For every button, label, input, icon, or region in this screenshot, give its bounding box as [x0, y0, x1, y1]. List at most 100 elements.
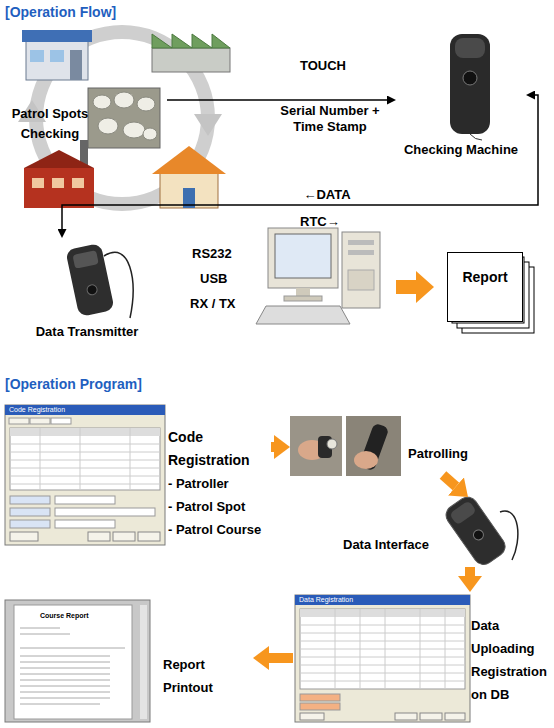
registration-screenshot-part	[55, 496, 115, 504]
touch-tags-photo-part	[98, 118, 118, 134]
registration-screenshot-part	[10, 520, 50, 528]
checking-machine-image-part	[470, 134, 482, 140]
image-node: Patrolling	[290, 413, 480, 475]
annotation: RX / TX	[190, 296, 236, 312]
edge-label: Serial Number + Time Stamp	[270, 103, 390, 136]
checking-machine-image	[450, 34, 490, 140]
computer-image	[256, 228, 380, 324]
patrolling-photos-part	[354, 451, 378, 469]
computer-image-part	[348, 270, 374, 290]
checking-machine-image-part	[450, 34, 490, 134]
report-printout-screenshot	[5, 600, 150, 722]
computer-image-part	[348, 240, 374, 245]
annotation: Code Registration	[9, 405, 65, 415]
checking-machine-image-part	[463, 71, 477, 85]
image-node: Code Registration - Patroller - Patrol Spo…	[3, 404, 271, 546]
registration-screenshot-part	[55, 508, 155, 516]
section-heading: [Operation Flow]	[5, 4, 116, 22]
node-label: Report Printout	[163, 653, 245, 699]
touch-tags-photo-part	[143, 128, 157, 140]
computer-image-part	[284, 296, 322, 301]
output-arrow	[396, 271, 434, 303]
registration-screenshot-part	[55, 520, 115, 528]
house-building-part	[152, 146, 226, 174]
interface-device-image-part	[442, 493, 509, 568]
computer-image-part	[296, 288, 310, 296]
data-registration-screenshot-part	[445, 713, 465, 720]
data-registration-screenshot-part	[300, 609, 465, 617]
node-label: - Patrol Course	[168, 522, 270, 538]
touch-tags-photo-part	[123, 122, 145, 138]
data-registration-screenshot-part	[300, 703, 340, 710]
node-label: Data Uploading Registration on DB	[471, 614, 551, 706]
registration-screenshot-part	[10, 428, 160, 490]
cycle-ring-part	[194, 114, 222, 136]
report-printout-screenshot-part	[5, 600, 150, 722]
node-label: - Patrol Spot	[168, 499, 270, 515]
factory-building	[152, 34, 230, 72]
registration-screenshot-part	[30, 418, 50, 424]
data-registration-screenshot-part	[295, 595, 470, 722]
patrolling-photos	[290, 416, 401, 476]
report-printout-screenshot-part	[20, 628, 125, 704]
data-registration-screenshot-part	[300, 694, 340, 701]
node-label: - Patroller	[168, 476, 270, 492]
block-arrow	[465, 567, 475, 576]
data-registration-screenshot-part	[300, 713, 324, 720]
shop-building-part	[50, 50, 64, 62]
registration-screenshot-part	[9, 418, 29, 424]
plant-building-part	[32, 178, 44, 188]
touch-tags-photo-part	[93, 95, 111, 109]
image-node: Patrol Spots Checking	[5, 86, 167, 150]
registration-screenshot-part	[51, 418, 71, 424]
computer-image-part	[268, 228, 338, 288]
node-label: Report	[448, 269, 522, 287]
node-label: Data Interface	[343, 537, 453, 553]
shop-building-part	[30, 50, 44, 62]
patrolling-photos-part	[327, 439, 337, 449]
interface-device-image-part-part	[449, 500, 477, 525]
node-label: Checking Machine	[396, 142, 526, 158]
annotation: USB	[200, 271, 227, 287]
transmitter-image-part-part	[72, 250, 98, 269]
plant-building-part	[72, 178, 84, 188]
computer-image-part	[275, 234, 331, 278]
registration-screenshot-part	[10, 428, 160, 490]
house-building	[152, 146, 226, 208]
registration-screenshot-part	[10, 428, 160, 436]
node-label: Patrol Spots Checking	[5, 104, 95, 144]
image-node: Data Uploading Registration on DB	[293, 592, 553, 724]
data-registration-screenshot-part	[420, 713, 442, 720]
node-label: Data Transmitter	[22, 324, 152, 340]
plant-building-part	[24, 168, 94, 208]
image-node: Data Interface	[335, 497, 525, 567]
annotation: RTC→	[300, 214, 340, 230]
plant-building-part	[52, 178, 64, 188]
report-printout-screenshot-part	[14, 605, 132, 719]
computer-image-part	[342, 232, 380, 308]
registration-screenshot-part	[10, 508, 50, 516]
interface-device-image-part	[500, 511, 518, 560]
registration-screenshot-part	[113, 532, 135, 541]
touch-tags-photo-part	[137, 97, 155, 111]
house-building-part	[183, 188, 195, 208]
factory-building-part	[152, 34, 230, 48]
house-building-part	[160, 172, 218, 208]
computer-image-part	[256, 306, 350, 324]
data-registration-screenshot-part	[395, 713, 417, 720]
touch-tags-photo-part	[88, 88, 160, 148]
data-registration-screenshot-part	[300, 609, 465, 689]
registration-screenshot	[5, 405, 165, 545]
interface-device-image-part-part	[471, 528, 485, 542]
annotation: Data Registration	[299, 595, 353, 605]
registration-screenshot-part	[10, 496, 50, 504]
plant-building-part	[24, 150, 94, 168]
data-registration-screenshot	[295, 595, 470, 722]
touch-tags-photo-part	[114, 92, 134, 108]
block-arrow	[443, 475, 456, 486]
computer-image-part	[348, 250, 374, 255]
interface-device-image	[442, 493, 518, 568]
shop-building-part	[70, 50, 82, 80]
